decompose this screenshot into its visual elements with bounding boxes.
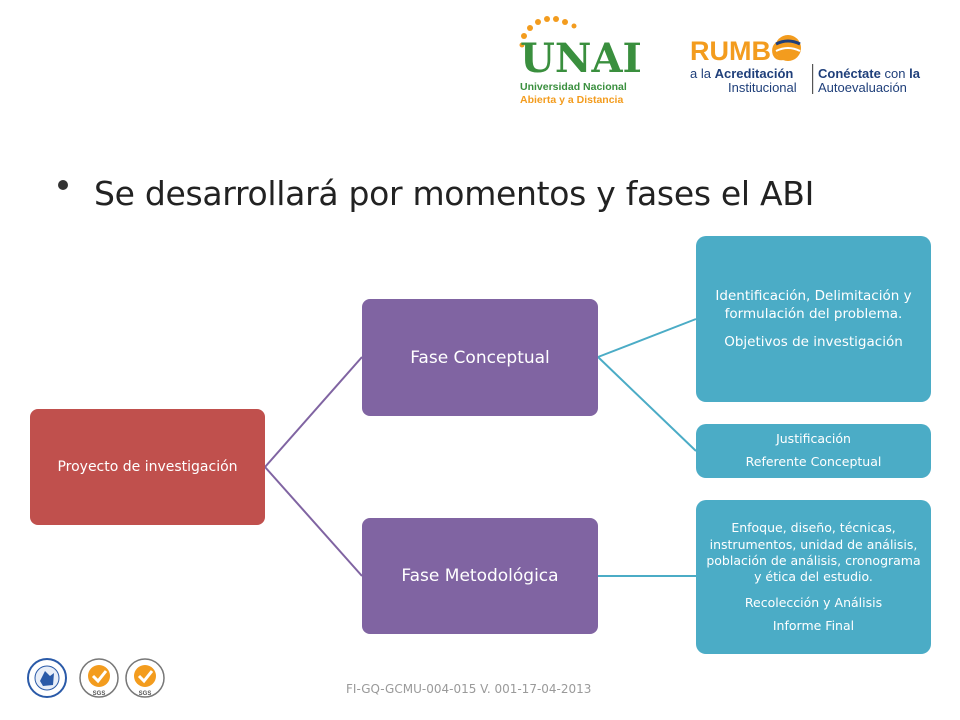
detail-line: Referente Conceptual bbox=[745, 454, 882, 469]
node-fase-conceptual: Fase Conceptual bbox=[362, 299, 598, 416]
connector-conceptual-detail2 bbox=[597, 356, 697, 452]
rumbo-word: RUMBO bbox=[690, 36, 792, 66]
connector-root-conceptual bbox=[264, 356, 363, 468]
unad-line1: Universidad Nacional bbox=[520, 81, 627, 93]
node-phase-label: Fase Metodológica bbox=[401, 566, 559, 586]
detail-line: Justificación bbox=[776, 431, 851, 447]
node-detail-problema: Identificación, Delimitación y formulaci… bbox=[696, 236, 931, 402]
rumbo-acreditacion-logo: RUMBO a la Acreditación Institucional Co… bbox=[690, 35, 921, 95]
detail-line: Enfoque, diseño, técnicas, instrumentos,… bbox=[706, 520, 921, 584]
svg-text:a la Acreditación: a la Acreditación bbox=[690, 66, 793, 81]
rumbo-line2: Institucional bbox=[728, 80, 797, 95]
rumbo-line1-b: Acreditación bbox=[715, 66, 794, 81]
footer-document-code: FI-GQ-GCMU-004-015 V. 001-17-04-2013 bbox=[346, 682, 592, 696]
connector-conceptual-detail1 bbox=[597, 318, 697, 358]
node-detail-metodologia: Enfoque, diseño, técnicas, instrumentos,… bbox=[696, 500, 931, 654]
sgs-certification-seal-icon: SGS bbox=[79, 658, 119, 698]
colombia-seal-icon bbox=[27, 658, 67, 698]
unad-wordmark: UNAD bbox=[520, 35, 640, 82]
node-fase-metodologica: Fase Metodológica bbox=[362, 518, 598, 634]
rumbo-line1-a: a la bbox=[690, 66, 712, 81]
node-detail-justificacion: Justificación Referente Conceptual bbox=[696, 424, 931, 478]
node-phase-label: Fase Conceptual bbox=[410, 347, 550, 368]
title-bullet bbox=[58, 180, 68, 190]
unad-dots-icon bbox=[519, 16, 577, 48]
connector-root-metodologica bbox=[264, 466, 363, 577]
slide-title: Se desarrollará por momentos y fases el … bbox=[94, 174, 815, 213]
rumbo-globe-icon bbox=[775, 35, 801, 61]
svg-text:Conéctate con la: Conéctate con la bbox=[818, 66, 921, 81]
node-proyecto-investigacion: Proyecto de investigación bbox=[30, 409, 265, 525]
detail-line: Identificación, Delimitación y formulaci… bbox=[715, 287, 912, 322]
detail-line: Objetivos de investigación bbox=[724, 334, 903, 351]
sgs-certification-seal-icon: SGS bbox=[125, 658, 165, 698]
rumbo-divider bbox=[812, 64, 814, 94]
rumbo-right-line2: Autoevaluación bbox=[818, 80, 907, 95]
detail-line: Recolección y Análisis bbox=[744, 595, 883, 611]
detail-line: Informe Final bbox=[772, 617, 855, 633]
unad-line2: Abierta y a Distancia bbox=[520, 94, 623, 106]
unad-logo: UNAD Universidad Nacional Abierta y a Di… bbox=[519, 16, 640, 106]
node-root-label: Proyecto de investigación bbox=[57, 459, 238, 475]
rumbo-right-c: la bbox=[909, 66, 921, 81]
rumbo-right-a: Conéctate bbox=[818, 66, 881, 81]
seal-label: SGS bbox=[139, 691, 152, 697]
seal-label: SGS bbox=[93, 691, 106, 697]
rumbo-right-b: con bbox=[884, 66, 905, 81]
